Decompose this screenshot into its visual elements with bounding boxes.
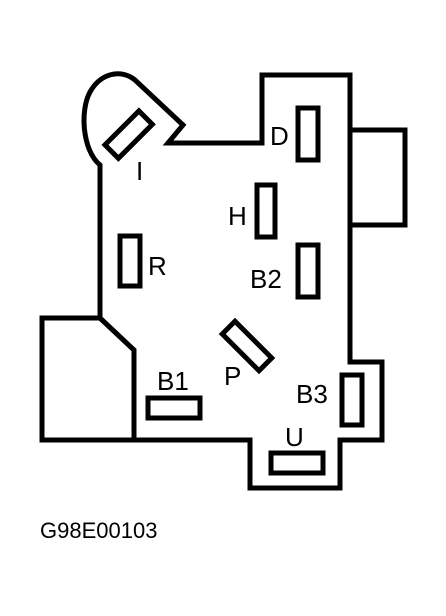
terminal-b2-label: B2 [250,264,282,294]
terminal-b2-slot [295,242,321,300]
connector-housing [81,71,385,491]
terminal-b3-slot [339,372,365,428]
terminal-b3-label: B3 [296,379,328,409]
figure-id: G98E00103 [40,518,158,543]
terminal-p-label: P [224,361,241,391]
terminal-r-slot [117,233,143,289]
terminal-b1-slot [145,395,203,421]
terminal-p-slot [218,317,276,375]
connector-right-tab [347,127,408,228]
terminal-d-slot [295,105,321,163]
terminal-h-label: H [228,201,247,231]
terminal-r-label: R [148,251,167,281]
terminal-i-slot [101,107,156,162]
terminal-i-label: I [136,156,143,186]
terminal-d-label: D [270,121,289,151]
terminal-h-slot [254,182,278,240]
terminal-u-label: U [285,422,304,452]
terminal-u-slot [268,450,326,476]
terminal-b1-label: B1 [157,366,189,396]
